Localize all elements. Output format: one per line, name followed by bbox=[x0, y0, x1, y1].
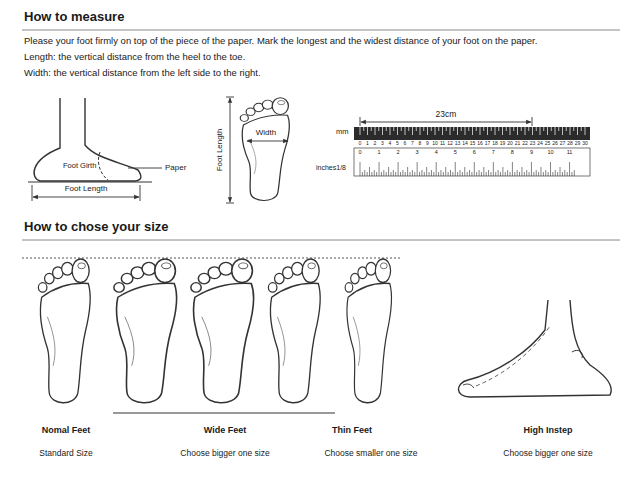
dimension-label: Paper bbox=[165, 163, 186, 172]
scale-number: 16 bbox=[477, 141, 483, 147]
scale-number: 11 bbox=[567, 149, 573, 155]
scale-number: 14 bbox=[462, 141, 468, 147]
section-heading: How to chose your size bbox=[24, 220, 168, 235]
instruction-text: Width: the vertical distance from the le… bbox=[24, 68, 261, 79]
scale-number: 10 bbox=[432, 141, 438, 147]
foot-type-label: Thin Feet bbox=[332, 425, 372, 435]
dimension-label: Width bbox=[256, 128, 276, 137]
section-heading: How to measure bbox=[24, 10, 124, 25]
dimension-label: mm bbox=[336, 128, 349, 137]
scale-number: 20 bbox=[507, 141, 513, 147]
scale-number: 5 bbox=[454, 149, 457, 155]
scale-number: 17 bbox=[485, 141, 491, 147]
dimension-label: Foot Length bbox=[215, 129, 224, 172]
scale-number: 11 bbox=[440, 141, 445, 147]
scale-number: 27 bbox=[560, 141, 566, 147]
size-advice: Standard Size bbox=[39, 449, 92, 459]
scale-number: 5 bbox=[396, 141, 399, 147]
scale-number: 1 bbox=[366, 141, 369, 147]
scale-number: 6 bbox=[473, 149, 476, 155]
scale-number: 13 bbox=[455, 141, 461, 147]
scale-number: 4 bbox=[435, 149, 438, 155]
scale-number: 26 bbox=[552, 141, 558, 147]
scale-number: 8 bbox=[419, 141, 422, 147]
foot-type-label: High Instep bbox=[524, 425, 573, 435]
instruction-text: Length: the vertical distance from the h… bbox=[24, 52, 245, 63]
scale-number: 22 bbox=[522, 141, 528, 147]
dimension-label: inches1/8 bbox=[316, 164, 346, 172]
scale-number: 23 bbox=[530, 141, 536, 147]
scale-number: 7 bbox=[411, 141, 414, 147]
scale-number: 12 bbox=[447, 141, 453, 147]
scale-number: 2 bbox=[374, 141, 377, 147]
scale-number: 3 bbox=[416, 149, 419, 155]
dimension-label: Foot Girth bbox=[62, 162, 97, 171]
size-advice: Choose bigger one size bbox=[180, 449, 269, 459]
scale-number: 0 bbox=[359, 141, 362, 147]
scale-number: 6 bbox=[404, 141, 407, 147]
instruction-text: Please your foot firmly on top of the pi… bbox=[24, 36, 537, 47]
scale-number: 24 bbox=[537, 141, 543, 147]
dimension-label: 23cm bbox=[436, 110, 457, 120]
scale-number: 9 bbox=[426, 141, 429, 147]
scale-number: 4 bbox=[389, 141, 392, 147]
size-advice: Choose bigger one size bbox=[503, 449, 592, 459]
scale-number: 7 bbox=[492, 149, 495, 155]
scale-number: 28 bbox=[567, 141, 573, 147]
scale-number: 3 bbox=[381, 141, 384, 147]
scale-number: 29 bbox=[575, 141, 581, 147]
scale-number: 10 bbox=[547, 149, 553, 155]
scale-number: 30 bbox=[582, 141, 588, 147]
scale-number: 15 bbox=[470, 141, 476, 147]
scale-number: 19 bbox=[500, 141, 506, 147]
scale-number: 8 bbox=[511, 149, 514, 155]
foot-type-label: Nomal Feet bbox=[42, 425, 91, 435]
scale-number: 18 bbox=[492, 141, 498, 147]
foot-type-label: Wide Feet bbox=[204, 425, 246, 435]
scale-number: 2 bbox=[397, 149, 400, 155]
scale-number: 9 bbox=[530, 149, 533, 155]
size-advice: Choose smaller one size bbox=[324, 449, 417, 459]
scale-number: 1 bbox=[378, 149, 381, 155]
scale-number: 0 bbox=[358, 149, 361, 155]
dimension-label: Foot Length bbox=[65, 184, 108, 193]
scale-number: 21 bbox=[515, 141, 521, 147]
scale-number: 25 bbox=[545, 141, 551, 147]
